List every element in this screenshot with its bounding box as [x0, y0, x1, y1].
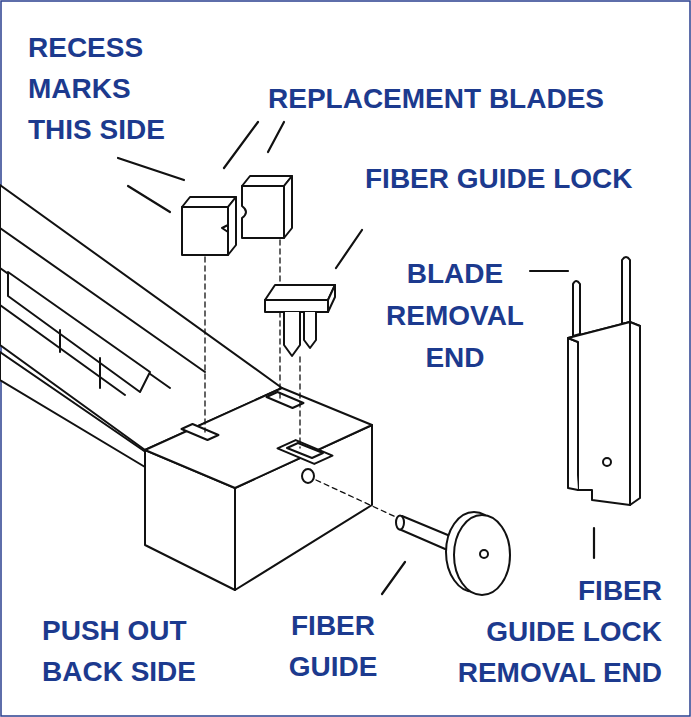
lock-slot-inner: [287, 443, 323, 458]
part-label: FIBER GUIDE LOCK: [365, 158, 675, 199]
part-label: FIBER GUIDE: [268, 605, 398, 687]
part-label: BLADE REMOVAL END: [370, 253, 540, 379]
lock-slot: [278, 440, 333, 464]
blade-slot: [182, 424, 219, 440]
guide-hole: [302, 469, 314, 483]
removal-tool: [568, 257, 640, 505]
part-label: PUSH OUT BACK SIDE: [42, 610, 207, 692]
fiber-guide: [396, 512, 510, 595]
blade-slot: [267, 392, 304, 408]
replacement-blade: [182, 197, 236, 255]
replacement-blade: [242, 176, 292, 238]
part-label: FIBER GUIDE LOCK REMOVAL END: [440, 570, 662, 693]
assembly-line: [205, 240, 398, 518]
part-label: REPLACEMENT BLADES: [268, 78, 668, 119]
part-label: RECESS MARKS THIS SIDE: [28, 27, 178, 150]
tool-head: [145, 388, 372, 590]
fiber-guide-lock: [265, 285, 335, 356]
